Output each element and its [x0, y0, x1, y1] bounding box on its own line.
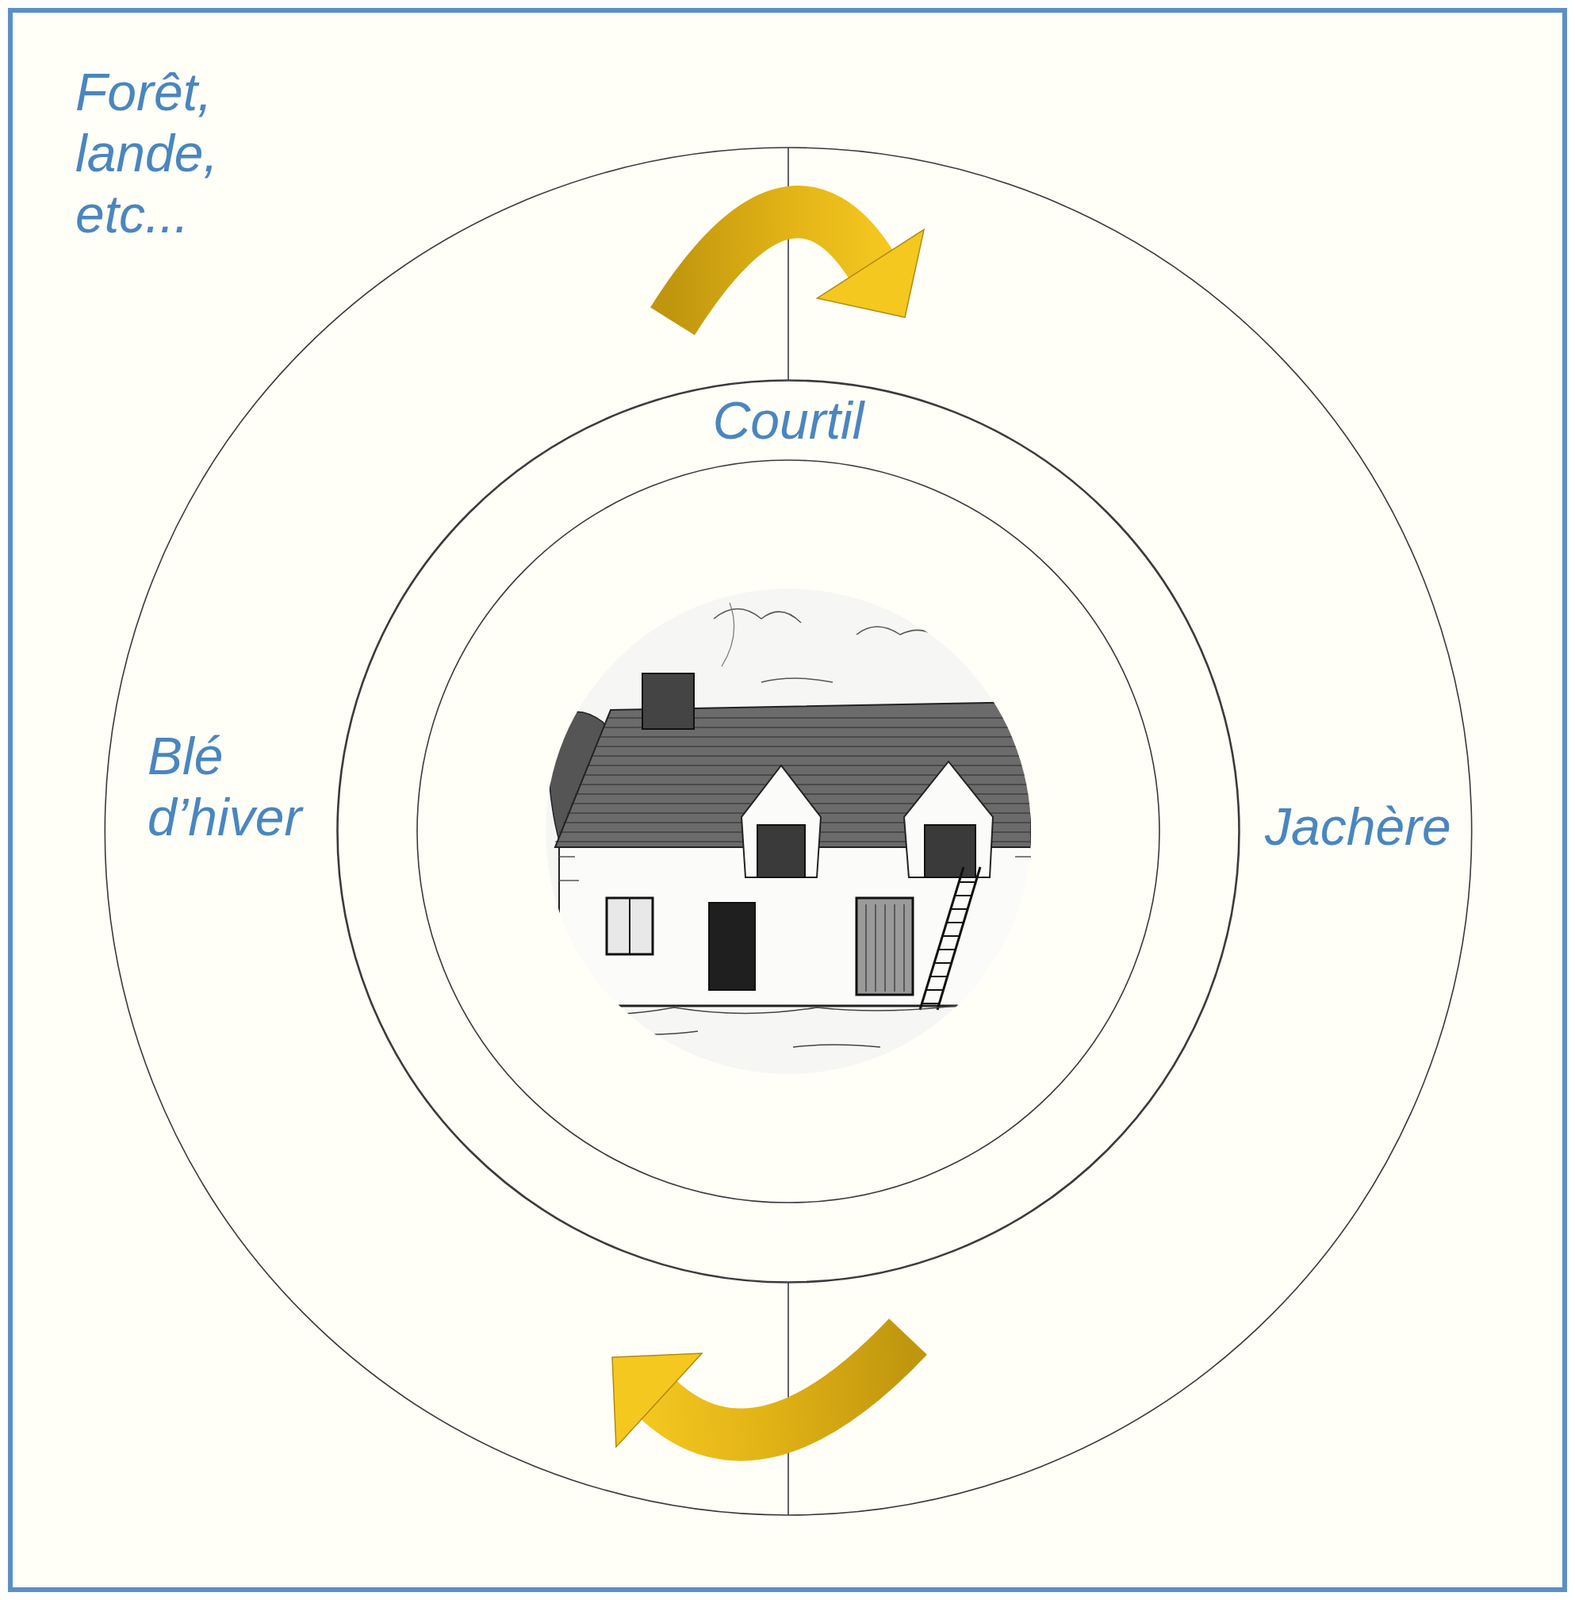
band-label: Courtil: [337, 394, 1240, 447]
arrow-shaft: [659, 1336, 909, 1435]
region-label: Forêt, lande, etc...: [75, 61, 266, 246]
ring-outer: [337, 380, 1239, 1282]
field-label: Jachère: [1264, 796, 1472, 858]
arrow-shaft: [672, 211, 871, 322]
rotation-arrow: [612, 1336, 909, 1447]
farmhouse-sketch: [545, 588, 1031, 1074]
arrow-head: [612, 1352, 702, 1447]
ring-inner: [417, 459, 1160, 1203]
left-field-band: Blé d’hiver: [104, 147, 789, 1515]
field-label: Blé d’hiver: [147, 725, 330, 848]
courtil-band: Courtil: [337, 379, 1240, 1283]
arrow-head: [816, 229, 924, 318]
rotation-arrow: [672, 211, 924, 322]
divider-line: [787, 147, 790, 380]
right-field-band: Jachère: [788, 147, 1472, 1515]
stone-detail: [559, 856, 1031, 881]
half-ring-outline: [788, 147, 1472, 1515]
page-frame: Forêt, lande, etc... CourtilBlé d’hiverJa…: [7, 7, 1568, 1592]
half-ring-outline: [104, 147, 789, 1515]
band-outline: [337, 379, 1240, 1283]
